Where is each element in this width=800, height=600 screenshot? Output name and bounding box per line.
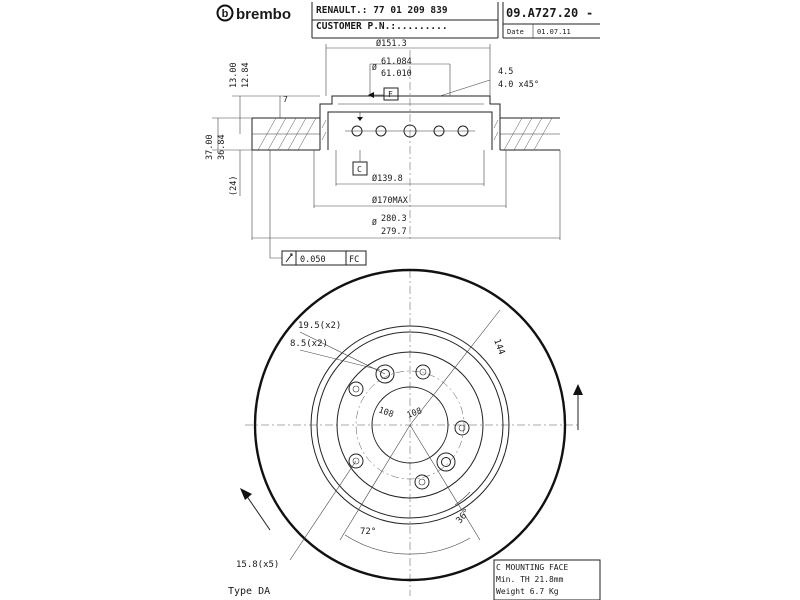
chamfer-size-2: 4.0 x45° xyxy=(498,80,539,90)
dim-outer-hat-diameter: Ø151.3 xyxy=(376,38,407,49)
tolerance-reference: FC xyxy=(349,255,359,265)
section-bolt-holes xyxy=(345,124,475,138)
hat-depth-7: 7 xyxy=(283,95,288,104)
height-36-84: 36.84 xyxy=(217,134,227,160)
dim-15-8: 15.8(x5) xyxy=(236,560,279,570)
type-label: Type DA xyxy=(228,586,270,597)
dim-280-3: 280.3 xyxy=(381,214,407,224)
dim-108-a: 108 xyxy=(377,405,395,420)
locating-holes xyxy=(375,364,456,472)
dim-centre-bore-upper: 61.084 xyxy=(381,57,412,67)
title-block: b brembo RENAULT.: 77 01 209 839 CUSTOME… xyxy=(216,2,600,39)
dim-72-degrees: 72° xyxy=(360,527,376,537)
part-number: 09.A727.20 xyxy=(506,6,578,20)
brembo-logo-icon: b xyxy=(216,4,234,22)
dim-144: 144 xyxy=(491,338,506,357)
height-12-84: 12.84 xyxy=(241,62,251,88)
height-24: (24) xyxy=(229,176,239,196)
brand-name: brembo xyxy=(236,6,291,23)
dim-centre-bore-lower: 61.010 xyxy=(381,69,412,79)
tolerance-value: 0.050 xyxy=(300,255,326,265)
mounting-face-note: C MOUNTING FACE xyxy=(496,563,568,572)
dim-279-7: 279.7 xyxy=(381,227,407,237)
runout-symbol-icon xyxy=(285,253,293,263)
disc-outer-edge xyxy=(253,268,567,582)
svg-text:b: b xyxy=(222,8,229,20)
notes: Type DA C MOUNTING FACE Min. TH 21.8mm W… xyxy=(228,559,601,600)
side-section-view: Ø151.3 Ø 61.084 61.010 4.5 4.0 x45° F C … xyxy=(205,38,561,266)
dim-centre-bore-prefix: Ø xyxy=(372,62,377,72)
rotation-arrow-right-icon xyxy=(573,384,583,430)
date-label: Date xyxy=(507,28,524,36)
rotation-arrow-left-icon xyxy=(240,488,271,531)
weight-note: Weight 6.7 Kg xyxy=(496,587,559,596)
dim-280-prefix: Ø xyxy=(372,217,377,227)
renault-reference: RENAULT.: 77 01 209 839 xyxy=(316,5,448,16)
date-value: 01.07.11 xyxy=(537,28,571,36)
datum-f: F xyxy=(388,90,393,99)
front-view: 19.5(x2) 8.5(x2) 144 108 108 72° 36° 15.… xyxy=(236,268,583,596)
dim-8-5: 8.5(x2) xyxy=(290,339,328,349)
height-13-00: 13.00 xyxy=(229,62,239,88)
dim-108-b: 108 xyxy=(406,406,424,421)
part-number-suffix: - xyxy=(586,6,593,20)
customer-part-number: CUSTOMER P.N.:......... xyxy=(316,21,448,32)
height-37-00: 37.00 xyxy=(205,134,215,160)
centre-bore xyxy=(371,386,449,464)
min-thickness-note: Min. TH 21.8mm xyxy=(496,575,564,584)
dim-170-max: Ø170MAX xyxy=(372,195,409,206)
datum-c: C xyxy=(357,165,362,174)
dim-139-8: Ø139.8 xyxy=(372,173,403,184)
chamfer-size-1: 4.5 xyxy=(498,67,513,77)
dim-19-5: 19.5(x2) xyxy=(298,321,341,331)
wheel-bolt-holes xyxy=(348,364,470,490)
